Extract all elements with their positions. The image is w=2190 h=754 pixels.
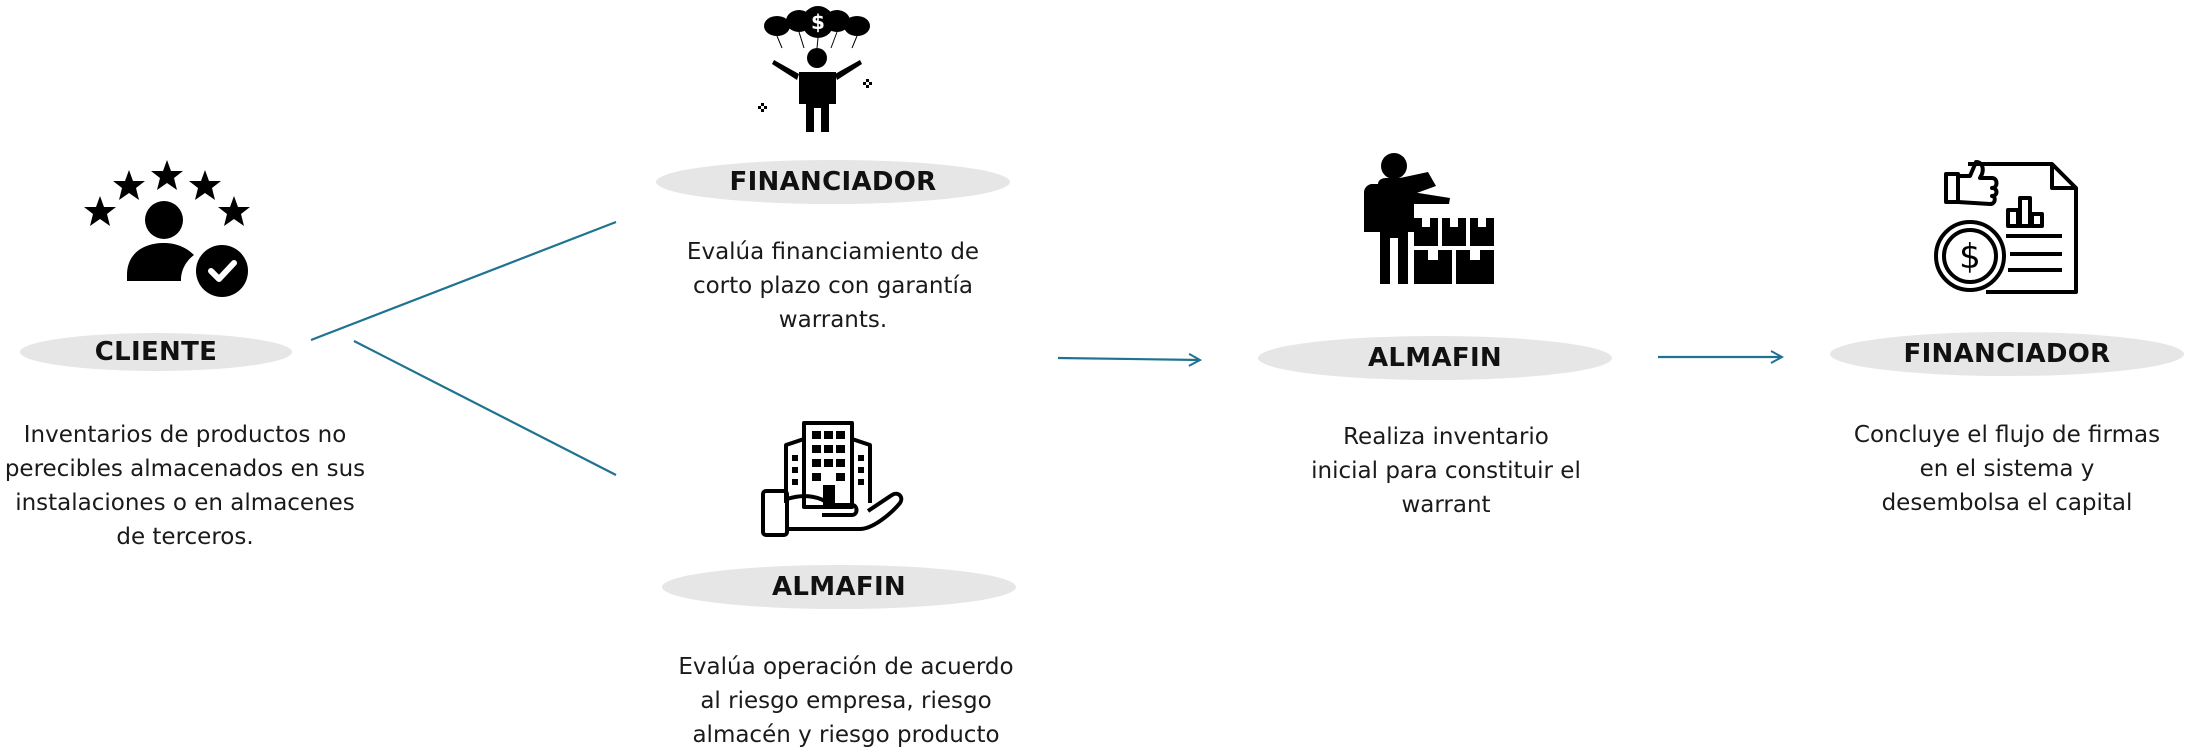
- svg-text:$: $: [811, 10, 825, 34]
- branch-line-to-financiador: [310, 220, 617, 342]
- customer-rating-icon: [84, 160, 250, 297]
- financiador-final-description: Concluye el flujo de firmas en el sistem…: [1853, 422, 2161, 516]
- financiador-eval-title-pill: FINANCIADOR: [656, 160, 1010, 204]
- person-money-balloons-icon: $: [758, 6, 872, 132]
- almafin-eval-description: Evalúa operación de acuerdo al riesgo em…: [678, 654, 1014, 748]
- report-money-thumbs-up-icon: $: [1934, 160, 2078, 294]
- cliente-title: CLIENTE: [94, 337, 218, 367]
- cliente-description: Inventarios de productos no perecibles a…: [4, 422, 366, 550]
- almafin-eval-title: ALMAFIN: [772, 572, 906, 602]
- financiador-eval-title: FINANCIADOR: [729, 167, 937, 197]
- cliente-title-pill: CLIENTE: [20, 333, 292, 371]
- financiador-eval-description: Evalúa financiamiento de corto plazo con…: [686, 239, 980, 333]
- arrow-to-almafin-inventario: [1057, 358, 1200, 360]
- branch-line-to-almafin: [353, 340, 617, 476]
- svg-text:$: $: [1959, 237, 1981, 277]
- almafin-eval-title-pill: ALMAFIN: [662, 565, 1016, 609]
- worker-with-boxes-icon: [1364, 153, 1494, 284]
- almafin-inventario-title-pill: ALMAFIN: [1258, 336, 1612, 380]
- financiador-final-title-pill: FINANCIADOR: [1830, 332, 2184, 376]
- almafin-inventario-title: ALMAFIN: [1368, 343, 1502, 373]
- financiador-final-title: FINANCIADOR: [1903, 339, 2111, 369]
- almafin-inventario-description: Realiza inventario inicial para constitu…: [1311, 424, 1581, 518]
- building-in-hand-icon: [761, 421, 904, 537]
